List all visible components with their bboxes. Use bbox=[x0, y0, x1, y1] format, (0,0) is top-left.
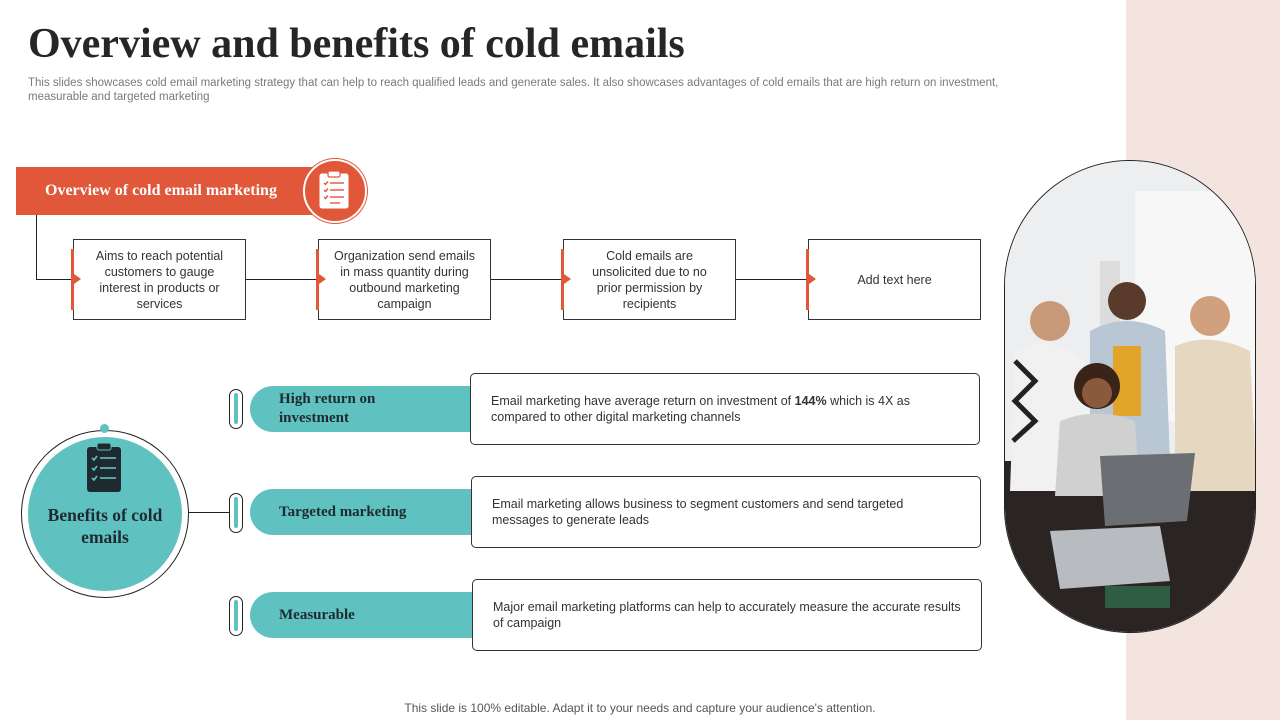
checklist-icon bbox=[87, 443, 121, 492]
benefit-bracket bbox=[229, 596, 243, 636]
step-accent bbox=[71, 249, 74, 310]
connector-line bbox=[489, 279, 564, 280]
step-accent bbox=[806, 249, 809, 310]
connector-line bbox=[36, 215, 37, 280]
connector-line bbox=[36, 279, 74, 280]
benefit-label: High return on investment bbox=[250, 386, 470, 432]
overview-step: Aims to reach potential customers to gau… bbox=[73, 239, 246, 320]
benefit-text: Email marketing allows business to segme… bbox=[492, 497, 904, 527]
team-photo bbox=[1004, 160, 1256, 633]
overview-step: Add text here bbox=[808, 239, 981, 320]
overview-step: Cold emails are unsolicited due to no pr… bbox=[563, 239, 736, 320]
connector-line bbox=[244, 279, 319, 280]
step-arrow bbox=[809, 274, 816, 284]
benefit-label: Measurable bbox=[250, 592, 475, 638]
team-photo-illustration bbox=[1005, 161, 1255, 632]
clipboard-icon bbox=[319, 171, 349, 209]
benefit-text: Email marketing have average return on i… bbox=[491, 394, 795, 408]
step-accent bbox=[561, 249, 564, 310]
step-arrow bbox=[319, 274, 326, 284]
benefit-highlight: 144% bbox=[794, 394, 827, 408]
benefit-description: Email marketing have average return on i… bbox=[470, 373, 980, 445]
benefit-label: Targeted marketing bbox=[250, 489, 475, 535]
page-subtitle: This slides showcases cold email marketi… bbox=[28, 77, 999, 103]
connector-line bbox=[735, 279, 809, 280]
step-arrow bbox=[564, 274, 571, 284]
connector-line bbox=[189, 512, 229, 513]
overview-header: Overview of cold email marketing bbox=[16, 167, 321, 215]
benefits-title: Benefits of cold emails bbox=[47, 505, 163, 547]
step-arrow bbox=[74, 274, 81, 284]
overview-step: Organization send emails in mass quantit… bbox=[318, 239, 491, 320]
ring-dot bbox=[100, 424, 109, 433]
benefit-text: Major email marketing platforms can help… bbox=[493, 600, 961, 630]
page-title: Overview and benefits of cold emails bbox=[28, 21, 685, 67]
benefit-bracket bbox=[229, 389, 243, 429]
benefit-description: Major email marketing platforms can help… bbox=[472, 579, 982, 651]
benefit-text: which is 4X as compared to other digital… bbox=[491, 394, 910, 424]
footer-note: This slide is 100% editable. Adapt it to… bbox=[404, 701, 876, 715]
step-accent bbox=[316, 249, 319, 310]
benefit-description: Email marketing allows business to segme… bbox=[471, 476, 981, 548]
benefit-bracket bbox=[229, 493, 243, 533]
